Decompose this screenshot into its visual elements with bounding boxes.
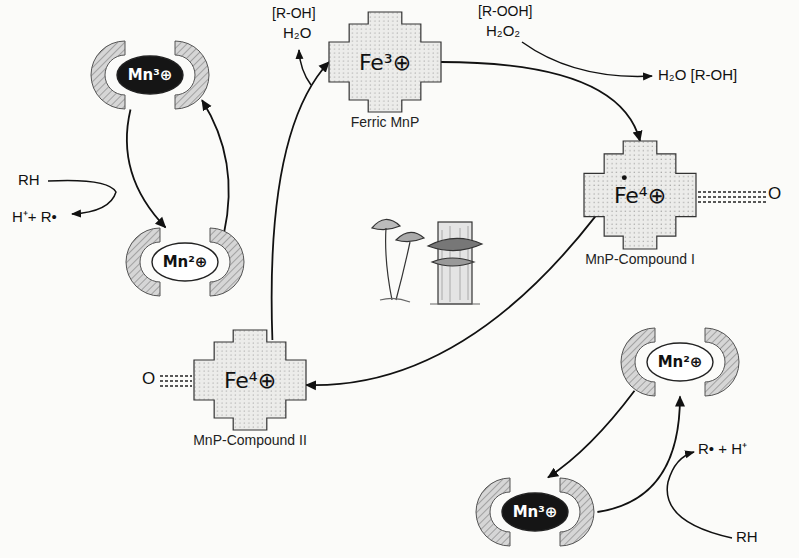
cycle-arrow: [441, 62, 640, 141]
reaction-leader: [48, 180, 116, 214]
heme-node: Fe⁴⊕MnP-Compound I: [584, 141, 696, 249]
manganese-node: Mn²⊕: [615, 326, 745, 398]
oxo-label: O: [768, 184, 781, 204]
node-caption: MnP-Compound II: [193, 432, 307, 448]
manganese-state: Mn²⊕: [658, 353, 703, 371]
fungi-illustration: [372, 219, 482, 304]
reaction-leader: [299, 50, 311, 85]
substrate-label: RH: [18, 171, 40, 188]
oxo-label: O: [142, 369, 155, 389]
manganese-node: Mn²⊕: [120, 226, 250, 298]
manganese-state: Mn²⊕: [163, 253, 208, 271]
cycle-arrow: [127, 110, 166, 228]
iron-state: Fe³⊕: [359, 50, 411, 75]
cycle-arrow: [202, 100, 229, 233]
iron-state: Fe⁴⊕: [614, 183, 666, 208]
product-label: H⁺+ R•: [12, 206, 57, 226]
product-label: R• + H⁺: [698, 438, 747, 458]
reagent-label: [R-OOH]: [478, 3, 532, 19]
manganese-node: Mn³⊕: [470, 476, 600, 548]
reagent-label: [R-OH]: [272, 5, 316, 21]
node-caption: Ferric MnP: [351, 114, 419, 130]
manganese-state: Mn³⊕: [128, 66, 173, 84]
cycle-arrow: [272, 62, 329, 340]
cycle-arrow: [597, 397, 680, 512]
substrate-label: RH: [736, 528, 758, 545]
reaction-leader: [667, 452, 732, 538]
node-caption: MnP-Compound I: [585, 251, 695, 267]
manganese-state: Mn³⊕: [513, 503, 558, 521]
heme-node: Fe³⊕Ferric MnP: [329, 12, 441, 112]
cycle-arrow: [306, 217, 595, 386]
manganese-node: Mn³⊕: [85, 39, 215, 111]
iron-state: Fe⁴⊕: [224, 368, 276, 393]
cycle-arrow: [548, 391, 635, 478]
reagent-label: H₂O₂: [486, 22, 520, 39]
heme-node: Fe⁴⊕MnP-Compound II: [194, 330, 306, 430]
reagent-label: H₂O: [283, 24, 311, 41]
product-label: H₂O [R-OH]: [658, 66, 737, 83]
